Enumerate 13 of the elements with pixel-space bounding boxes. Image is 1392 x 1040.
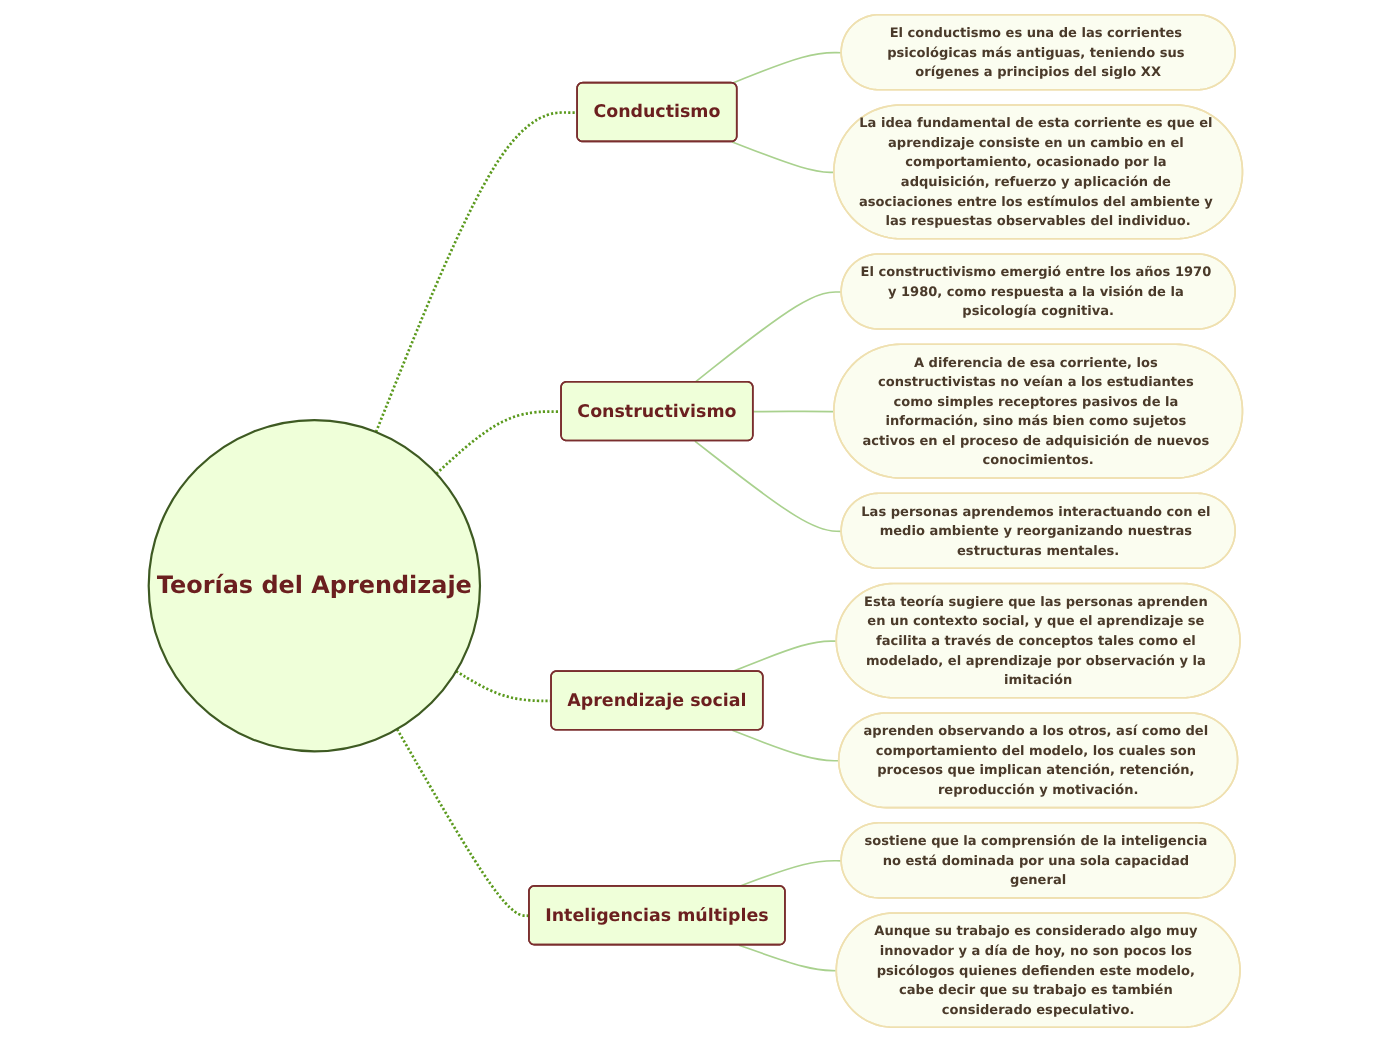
- node-circle: Teorías del Aprendizaje: [148, 417, 482, 752]
- connector: [435, 409, 562, 474]
- connector: [731, 728, 841, 761]
- connector: [455, 669, 552, 702]
- connector: [694, 439, 843, 532]
- connector: [396, 727, 530, 917]
- connector: [731, 50, 843, 84]
- connector: [731, 639, 839, 672]
- connector: [375, 110, 579, 432]
- connector: [752, 409, 836, 412]
- connector: [694, 290, 843, 383]
- connector: [731, 140, 836, 173]
- connector: [738, 943, 839, 971]
